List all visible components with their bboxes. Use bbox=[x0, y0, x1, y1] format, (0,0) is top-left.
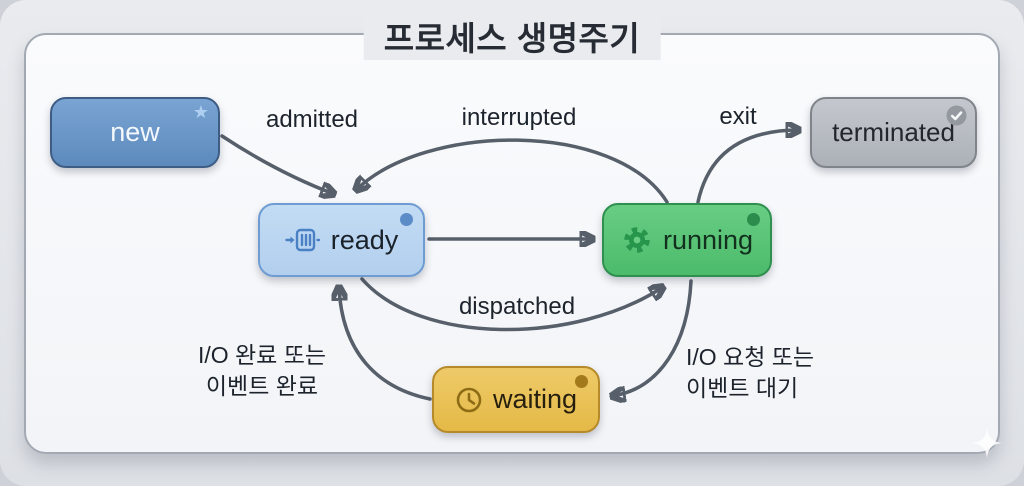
edge-io-complete-arrow bbox=[339, 287, 432, 401]
edge-label-io-complete-line2: 이벤트 완료 bbox=[205, 373, 319, 399]
edge-interrupted-arrow bbox=[356, 138, 669, 204]
edge-dispatched-arrow bbox=[360, 277, 663, 332]
edge-label-interrupted: interrupted bbox=[461, 104, 577, 131]
status-dot bbox=[400, 213, 413, 226]
sparkle-icon bbox=[972, 428, 1002, 458]
gear-icon bbox=[624, 227, 650, 253]
state-node-terminated: terminated bbox=[810, 97, 977, 168]
state-node-waiting: waiting bbox=[432, 366, 600, 433]
edge-exit-arrow bbox=[696, 130, 799, 204]
state-node-ready: ready bbox=[258, 203, 425, 277]
state-label-ready: ready bbox=[330, 224, 399, 255]
edge-io-request-arrow bbox=[612, 279, 693, 396]
status-dot bbox=[747, 213, 760, 226]
state-label-running: running bbox=[662, 224, 754, 255]
status-dot bbox=[575, 375, 588, 388]
edge-label-admitted: admitted bbox=[265, 106, 359, 133]
edge-label-io-request: I/O 요청 또는 이벤트 대기 bbox=[686, 342, 896, 404]
state-node-running: running bbox=[602, 203, 772, 277]
edge-label-dispatched: dispatched bbox=[458, 293, 576, 320]
state-label-terminated: terminated bbox=[832, 117, 955, 147]
state-label-new: new bbox=[110, 117, 160, 147]
edge-admitted-arrow bbox=[220, 134, 334, 194]
state-node-new: new ★ bbox=[50, 97, 220, 168]
edge-label-io-complete: I/O 완료 또는 이벤트 완료 bbox=[162, 340, 362, 402]
clock-icon bbox=[456, 387, 482, 412]
page-title: 프로세스 생명주기 bbox=[363, 12, 661, 60]
queue-icon bbox=[285, 228, 320, 252]
star-icon: ★ bbox=[192, 102, 209, 122]
edge-label-io-request-line1: I/O 요청 또는 bbox=[686, 344, 815, 370]
state-label-waiting: waiting bbox=[492, 384, 578, 414]
check-icon bbox=[946, 105, 967, 126]
edge-label-exit: exit bbox=[719, 103, 757, 130]
edge-label-io-complete-line1: I/O 완료 또는 bbox=[197, 342, 327, 368]
edge-label-io-request-line2: 이벤트 대기 bbox=[686, 375, 799, 401]
